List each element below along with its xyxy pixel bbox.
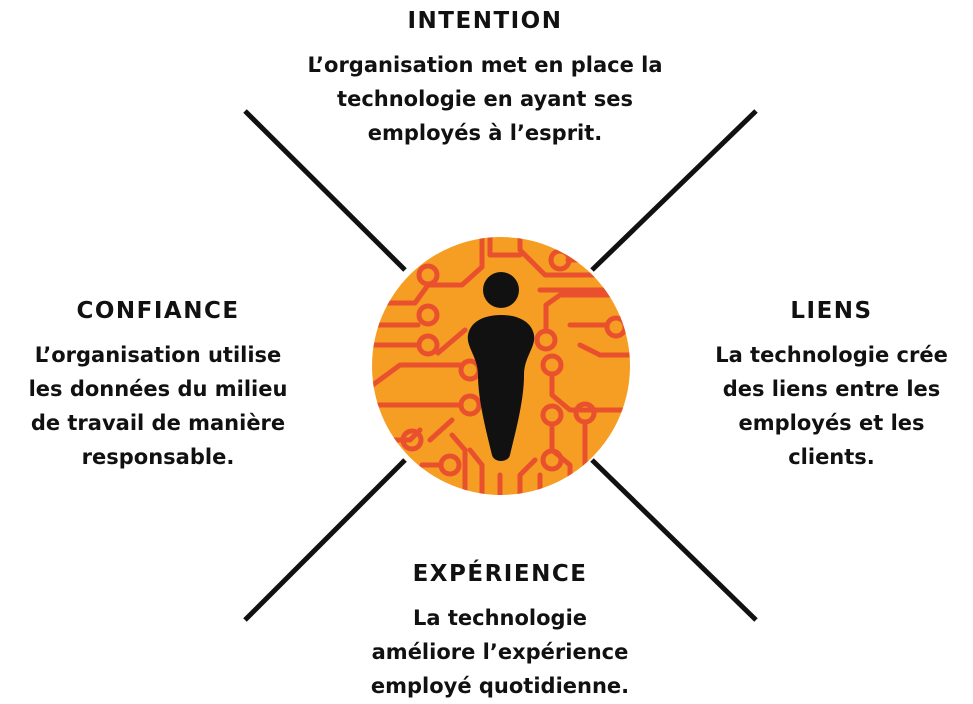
intention-line: technologie en ayant ses (337, 87, 633, 111)
confiance-line: les données du milieu (28, 377, 288, 401)
diagonal-line-top-right (590, 109, 758, 272)
liens-line: employés et les (738, 411, 925, 435)
diagonal-line-bottom-left (243, 458, 407, 622)
confiance-block: CONFIANCE L’organisation utilise les don… (0, 296, 316, 474)
experience-line: employé quotidienne. (370, 674, 630, 698)
confiance-line: de travail de manière (30, 411, 286, 435)
confiance-line: responsable. (81, 445, 235, 469)
experience-block: EXPÉRIENCE La technologie améliore l’exp… (320, 559, 680, 703)
diagonal-line-bottom-right (590, 458, 758, 622)
intention-line: employés à l’esprit. (367, 121, 603, 145)
circuit-traces (372, 237, 630, 495)
intention-heading: INTENTION (407, 8, 563, 34)
experience-text: La technologie améliore l’expérience emp… (320, 601, 680, 703)
experience-line: améliore l’expérience (371, 640, 629, 664)
diagonal-line-top-left (243, 109, 407, 272)
person-figure (467, 272, 535, 461)
intention-block: INTENTION L’organisation met en place la… (245, 6, 725, 150)
intention-line: L’organisation met en place la (307, 53, 663, 77)
experience-line: La technologie (412, 606, 588, 630)
liens-heading: LIENS (790, 298, 873, 324)
liens-text: La technologie crée des liens entre les … (690, 338, 973, 474)
confiance-heading: CONFIANCE (76, 298, 240, 324)
liens-line: clients. (788, 445, 875, 469)
confiance-line: L’organisation utilise (34, 343, 282, 367)
liens-line: des liens entre les (722, 377, 941, 401)
confiance-text: L’organisation utilise les données du mi… (0, 338, 316, 474)
experience-heading: EXPÉRIENCE (412, 561, 588, 587)
liens-line: La technologie crée (715, 343, 948, 367)
intention-text: L’organisation met en place la technolog… (245, 48, 725, 150)
liens-block: LIENS La technologie crée des liens entr… (690, 296, 973, 474)
person-circuit-icon (372, 237, 630, 495)
